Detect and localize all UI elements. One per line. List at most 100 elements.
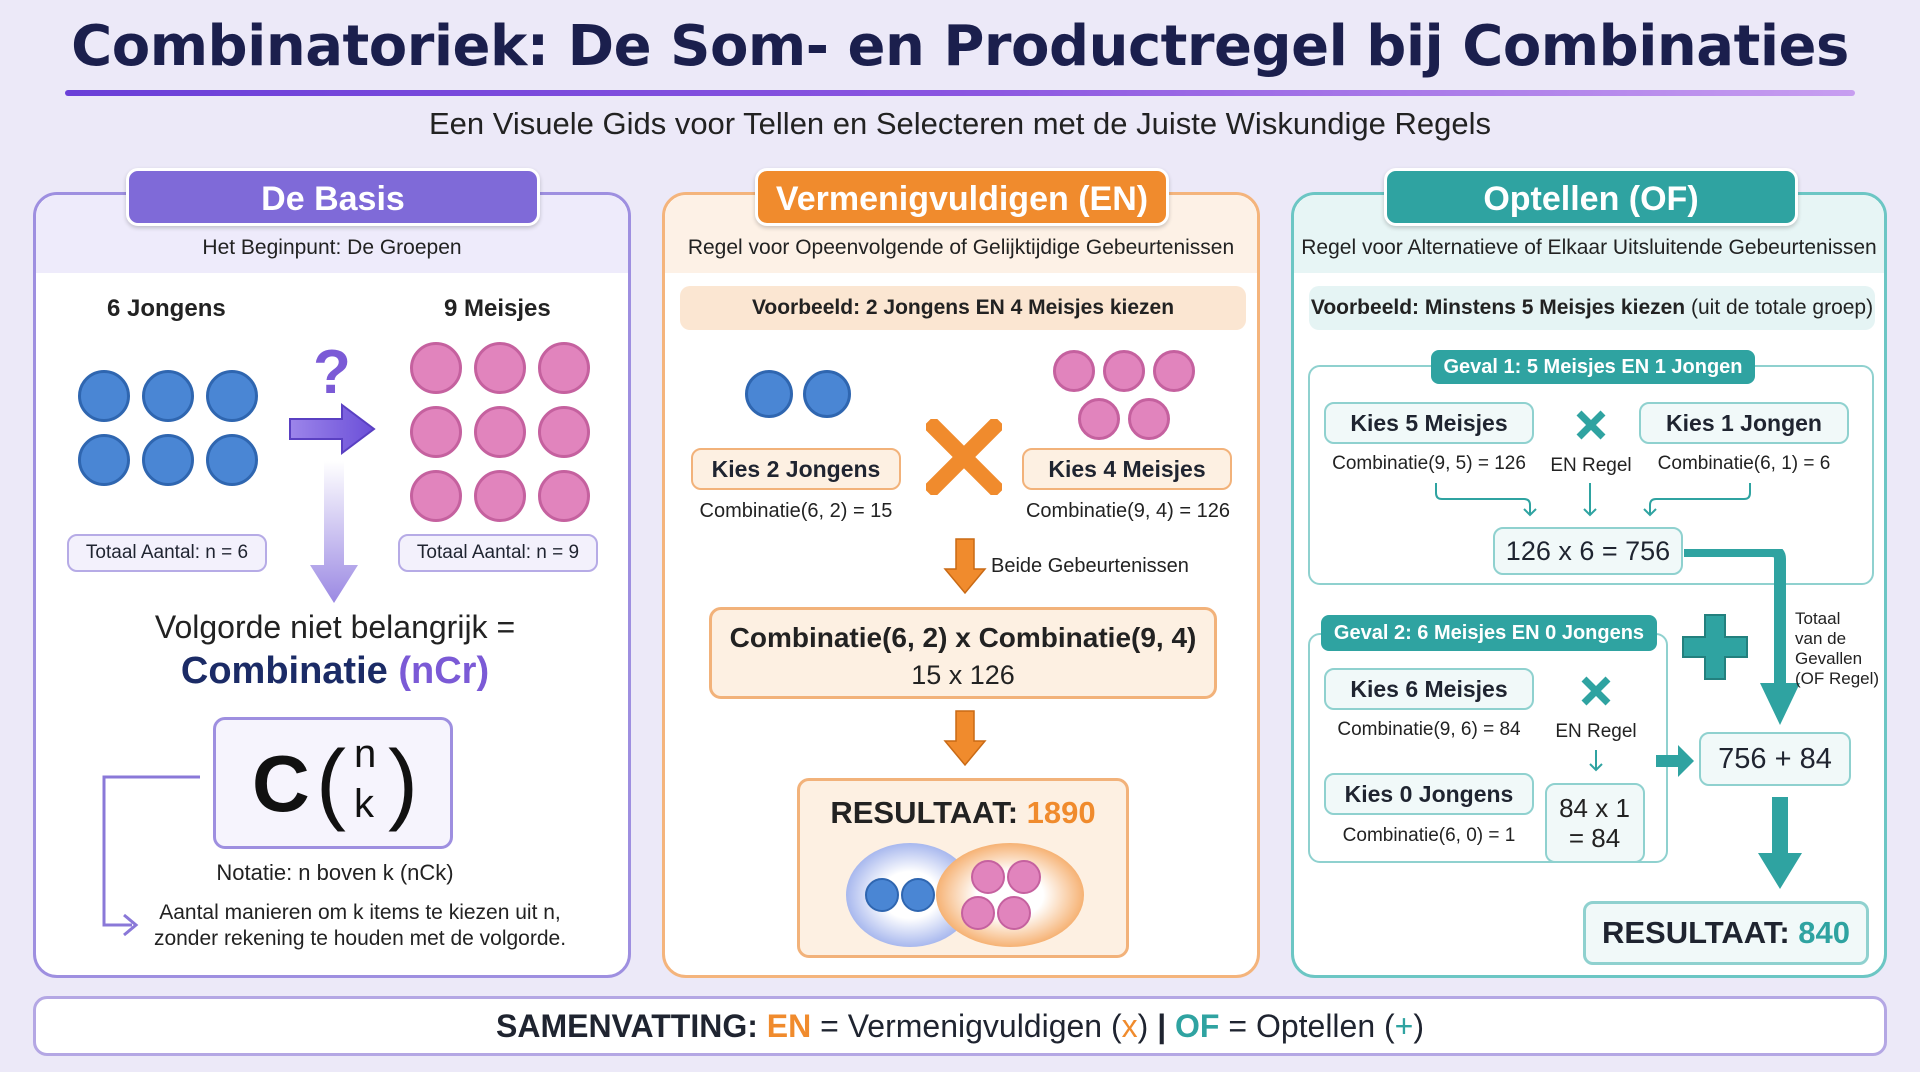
boys-total-badge: Totaal Aantal: n = 6 xyxy=(67,534,267,572)
down-arrow-icon xyxy=(943,538,987,595)
combined-selection-icon xyxy=(846,843,1084,947)
page-title: Combinatoriek: De Som- en Productregel b… xyxy=(71,14,1849,79)
girl-dot xyxy=(538,406,590,458)
multiply-icon xyxy=(1581,676,1611,706)
choose-boys-pill: Kies 2 Jongens xyxy=(691,448,901,490)
formula-n: n xyxy=(354,732,377,776)
total-note-line-2: van de xyxy=(1795,629,1847,648)
girl-dot xyxy=(538,470,590,522)
case-2-product-line-2: = 84 xyxy=(1568,823,1621,853)
multiply-icon xyxy=(1576,410,1606,440)
sum-title: Optellen (OF) xyxy=(1384,168,1798,226)
sum-result-box: RESULTAAT: 840 xyxy=(1583,901,1869,965)
combination-heading: Combinatie (nCr) xyxy=(36,650,634,693)
both-events-label: Beide Gebeurtenissen xyxy=(991,555,1189,577)
case-2-product-box: 84 x 1 = 84 xyxy=(1545,783,1645,863)
summary-label: SAMENVATTING: xyxy=(495,1008,758,1044)
girl-dot xyxy=(410,406,462,458)
sum-panel: Regel voor Alternatieve of Elkaar Uitslu… xyxy=(1291,168,1887,978)
boy-dot xyxy=(865,878,899,912)
case-1-rule: EN Regel xyxy=(1550,455,1632,476)
case-1-to-sum-arrow xyxy=(1684,549,1800,725)
formula-right-paren: ) xyxy=(388,733,418,833)
girl-dot xyxy=(410,470,462,522)
girl-dot xyxy=(474,470,526,522)
sum-example-rest: (uit de totale groep) xyxy=(1690,296,1874,319)
boy-dot xyxy=(206,370,258,422)
product-panel: Regel voor Opeenvolgende of Gelijktijdig… xyxy=(662,168,1260,978)
summary-of: OF xyxy=(1175,1008,1220,1044)
summary-en-symbol: x xyxy=(1121,1008,1138,1044)
page-subtitle: Een Visuele Gids voor Tellen en Selecter… xyxy=(428,106,1492,141)
summary-of-text: = Optellen ( xyxy=(1228,1008,1395,1044)
down-arrow-icon xyxy=(310,461,358,603)
case-1-connector-arrows xyxy=(1435,483,1751,517)
girl-dot xyxy=(997,896,1031,930)
choose-boys-calc: Combinatie(6, 2) = 15 xyxy=(699,500,893,522)
total-note-line-4: (OF Regel) xyxy=(1795,669,1880,688)
basis-strip-text: Het Beginpunt: De Groepen xyxy=(202,236,462,259)
girls-total-badge: Totaal Aantal: n = 9 xyxy=(398,534,598,572)
sum-expression: 756 + 84 xyxy=(1699,732,1851,786)
case-1-tag: Geval 1: 5 Meisjes EN 1 Jongen xyxy=(1431,350,1755,384)
order-text: Volgorde niet belangrijk = xyxy=(154,609,516,645)
case-1-product: 126 x 6 = 756 xyxy=(1493,527,1683,575)
girl-dot xyxy=(1053,350,1095,392)
ncr-label: (nCr) xyxy=(398,650,490,692)
right-arrow-icon xyxy=(289,403,376,455)
summary-separator: | xyxy=(1157,1008,1167,1044)
product-formula-line-1: Combinatie(6, 2) x Combinatie(9, 4) xyxy=(729,622,1197,653)
basis-title: De Basis xyxy=(126,168,540,226)
summary-of-symbol: + xyxy=(1394,1008,1414,1044)
formula-c: C xyxy=(252,739,310,828)
sum-example: Voorbeeld: Minstens 5 Meisjes kiezen (ui… xyxy=(1309,296,1875,320)
case-2-product-line-1: 84 x 1 xyxy=(1559,793,1630,823)
girl-dot xyxy=(1153,350,1195,392)
girl-dot xyxy=(971,860,1005,894)
notation-text: Notatie: n boven k (nCk) xyxy=(216,860,454,885)
product-result-value: 1890 xyxy=(1026,795,1096,830)
combination-word: Combinatie xyxy=(180,650,388,692)
bracket-arrow-icon xyxy=(102,775,200,937)
plus-icon xyxy=(1682,614,1748,680)
girl-dot xyxy=(1078,398,1120,440)
boy-dot xyxy=(78,370,130,422)
choose-girls-calc: Combinatie(9, 4) = 126 xyxy=(1025,500,1230,522)
boy-dot xyxy=(803,370,851,418)
product-formula-line-2: 15 x 126 xyxy=(911,660,1015,690)
case-2-tag: Geval 2: 6 Meisjes EN 0 Jongens xyxy=(1321,615,1657,651)
product-result-box: RESULTAAT: 1890 xyxy=(797,778,1129,958)
girl-dot xyxy=(1128,398,1170,440)
summary-en-text: = Vermenigvuldigen ( xyxy=(820,1008,1122,1044)
boy-dot xyxy=(142,434,194,486)
case-2-calc-girls: Combinatie(9, 6) = 84 xyxy=(1337,719,1521,740)
product-example-bar: Voorbeeld: 2 Jongens EN 4 Meisjes kiezen xyxy=(680,286,1246,330)
summary-en: EN xyxy=(766,1008,812,1044)
boy-dot xyxy=(142,370,194,422)
right-arrow-icon xyxy=(1656,745,1694,777)
case-1-calc-girls: Combinatie(9, 5) = 126 xyxy=(1332,453,1526,474)
product-title: Vermenigvuldigen (EN) xyxy=(755,168,1169,226)
product-result-label: RESULTAAT: xyxy=(830,795,1019,830)
explain-line-1: Aantal manieren om k items te kiezen uit… xyxy=(159,901,561,924)
boy-dot xyxy=(206,434,258,486)
product-strip-text: Regel voor Opeenvolgende of Gelijktijdig… xyxy=(687,236,1235,259)
product-example: Voorbeeld: 2 Jongens EN 4 Meisjes kiezen xyxy=(751,296,1175,319)
explain-line-2: zonder rekening te houden met de volgord… xyxy=(153,927,567,950)
sum-example-bold: Voorbeeld: Minstens 5 Meisjes kiezen xyxy=(1310,296,1686,319)
case-2-rule: EN Regel xyxy=(1555,721,1637,742)
boy-dot xyxy=(901,878,935,912)
boy-dot xyxy=(745,370,793,418)
sum-strip-text: Regel voor Alternatieve of Elkaar Uitslu… xyxy=(1301,236,1877,259)
girls-label: 9 Meisjes xyxy=(444,295,551,322)
down-arrow-icon xyxy=(943,710,987,767)
case-1-choose-boy: Kies 1 Jongen xyxy=(1639,402,1849,444)
formula-box: C ( n k ) xyxy=(213,717,453,849)
question-mark-icon: ? xyxy=(313,338,351,407)
boys-label: 6 Jongens xyxy=(107,295,226,322)
case-1-choose-girls: Kies 5 Meisjes xyxy=(1324,402,1534,444)
title-underline xyxy=(65,90,1855,96)
choose-girls-pill: Kies 4 Meisjes xyxy=(1022,448,1232,490)
sum-result-value: 840 xyxy=(1798,915,1851,950)
girl-dot xyxy=(1007,860,1041,894)
